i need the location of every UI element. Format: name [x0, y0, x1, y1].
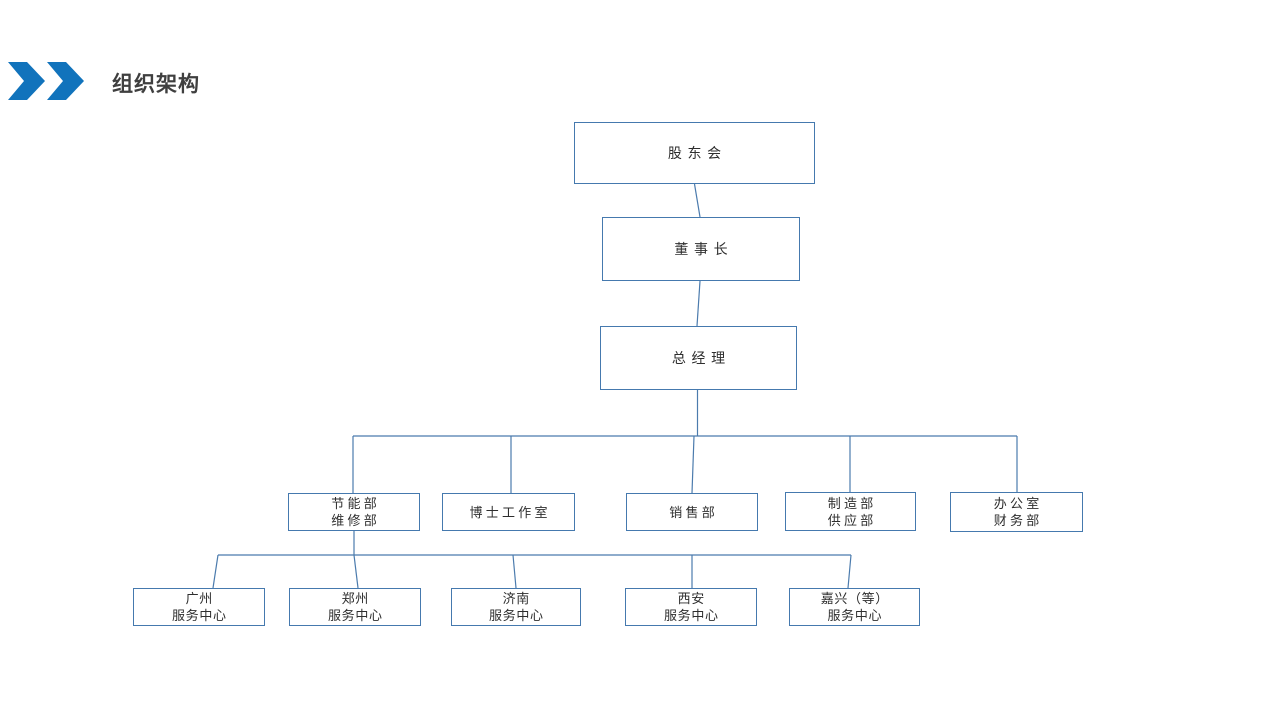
- org-node-label: 股东会: [667, 145, 727, 161]
- org-node-dept-energy-maintenance[interactable]: 节能部 维修部: [288, 493, 420, 531]
- org-node-label-line2: 供应部: [827, 512, 877, 528]
- org-node-dept-sales[interactable]: 销售部: [626, 493, 758, 531]
- org-node-label-line2: 服务中心: [827, 608, 883, 623]
- org-node-sc-guangzhou[interactable]: 广州 服务中心: [133, 588, 265, 626]
- org-node-sc-jiaxing[interactable]: 嘉兴（等） 服务中心: [789, 588, 920, 626]
- org-node-shareholders[interactable]: 股东会: [574, 122, 815, 184]
- org-node-general-manager[interactable]: 总经理: [600, 326, 797, 390]
- org-node-label-line2: 服务中心: [328, 608, 383, 623]
- org-node-sc-jinan[interactable]: 济南 服务中心: [451, 588, 581, 626]
- page-title: 组织架构: [112, 73, 200, 96]
- org-node-label-line1: 节能部: [331, 496, 380, 511]
- org-node-sc-xian[interactable]: 西安 服务中心: [625, 588, 757, 626]
- org-node-label-line1: 广州: [185, 591, 213, 606]
- org-node-label-line1: 办公室: [993, 496, 1043, 511]
- org-node-dept-doctor-studio[interactable]: 博士工作室: [442, 493, 575, 531]
- org-node-label-line2: 服务中心: [489, 608, 544, 623]
- org-node-dept-office-finance[interactable]: 办公室 财务部: [950, 492, 1083, 532]
- org-node-label-line2: 财务部: [993, 513, 1043, 528]
- org-node-label-line2: 服务中心: [172, 608, 227, 623]
- org-node-label-line1: 郑州: [341, 591, 369, 606]
- org-node-sc-zhengzhou[interactable]: 郑州 服务中心: [289, 588, 421, 626]
- org-node-label-line2: 维修部: [331, 513, 380, 528]
- org-node-label: 销售部: [669, 504, 718, 520]
- org-node-label-line1: 西安: [677, 591, 705, 606]
- org-node-label-line1: 嘉兴（等）: [820, 591, 889, 606]
- org-node-chairman[interactable]: 董事长: [602, 217, 800, 281]
- org-node-label-line2: 服务中心: [664, 608, 719, 623]
- org-node-label: 博士工作室: [469, 504, 551, 520]
- double-chevron-icon: [8, 62, 84, 100]
- org-node-label: 董事长: [674, 241, 734, 257]
- org-node-label-line1: 制造部: [827, 495, 877, 511]
- org-node-dept-manufacturing-supply[interactable]: 制造部 供应部: [785, 492, 916, 531]
- org-node-label-line1: 济南: [502, 591, 530, 606]
- org-node-label: 总经理: [671, 350, 731, 366]
